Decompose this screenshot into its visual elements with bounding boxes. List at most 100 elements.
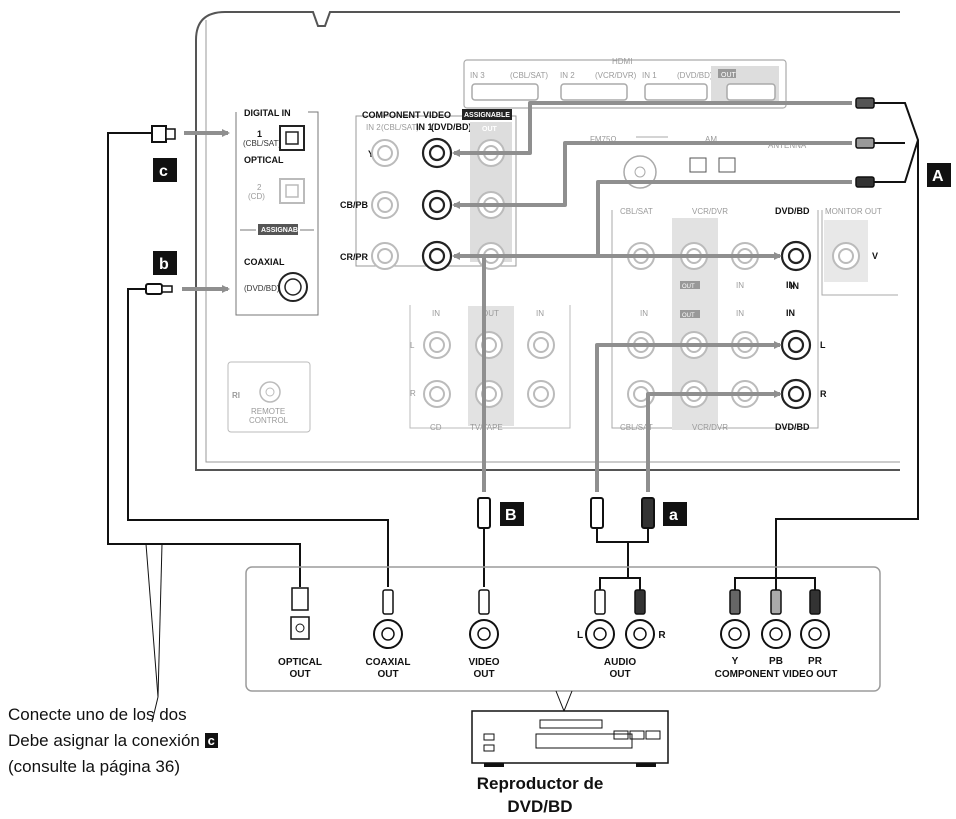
svg-text:(DVD/BD): (DVD/BD) — [677, 71, 713, 80]
svg-text:(DVD/BD): (DVD/BD) — [431, 122, 472, 132]
tag-b: b — [159, 256, 169, 273]
hdmi-section: HDMI IN 3 (CBL/SAT) IN 2 (VCR/DVR) IN 1 … — [463, 57, 787, 109]
caption-line-2: Debe asignar la conexión c — [8, 729, 218, 753]
svg-text:MONITOR OUT: MONITOR OUT — [825, 207, 882, 216]
svg-text:(CBL/SAT): (CBL/SAT) — [381, 123, 419, 132]
remote-control-section: RI REMOTE CONTROL — [227, 361, 311, 433]
cd-tape-section: IN OUT IN L R CD TV/TAPE — [409, 305, 571, 432]
optical-2-port — [279, 178, 305, 204]
svg-text:DVD/BD: DVD/BD — [775, 422, 810, 432]
callout-lines — [145, 543, 573, 723]
svg-text:PB: PB — [769, 656, 783, 667]
svg-text:COAXIAL: COAXIAL — [244, 257, 285, 267]
svg-text:CONTROL: CONTROL — [249, 416, 289, 425]
cable-plugs — [145, 97, 875, 529]
cables — [107, 102, 919, 590]
svg-text:OUT: OUT — [682, 284, 695, 290]
device-title-line-1: Reproductor de — [476, 774, 604, 793]
svg-text:IN: IN — [736, 281, 744, 290]
svg-text:IN: IN — [432, 309, 440, 318]
svg-text:L: L — [820, 340, 826, 350]
connection-arrows — [182, 101, 852, 492]
component-video-out-label: COMPONENT VIDEO OUT — [715, 669, 838, 680]
svg-text:OUT: OUT — [682, 313, 695, 319]
svg-text:(CD): (CD) — [248, 192, 265, 201]
svg-text:VCR/DVR: VCR/DVR — [692, 207, 728, 216]
svg-text:(VCR/DVR): (VCR/DVR) — [595, 71, 637, 80]
svg-text:OUT: OUT — [609, 669, 630, 680]
coaxial-in-port — [278, 272, 308, 302]
svg-text:1: 1 — [257, 129, 262, 139]
svg-text:OUT: OUT — [473, 669, 494, 680]
coaxial-out-port — [373, 619, 403, 649]
svg-text:TV/TAPE: TV/TAPE — [470, 423, 503, 432]
svg-text:IN 1: IN 1 — [642, 71, 657, 80]
svg-text:IN: IN — [790, 281, 799, 291]
svg-text:CBL/SAT: CBL/SAT — [620, 207, 653, 216]
svg-text:COAXIAL: COAXIAL — [366, 657, 411, 668]
svg-text:VIDEO: VIDEO — [468, 657, 499, 668]
hdmi-in3-port — [471, 83, 539, 101]
svg-text:IN 2: IN 2 — [560, 71, 575, 80]
svg-text:OPTICAL: OPTICAL — [278, 657, 322, 668]
component-pr-out-port — [800, 619, 830, 649]
caption-tag-c: c — [204, 733, 218, 748]
tag-B: B — [505, 507, 517, 524]
player-back-panel: OPTICAL OUT COAXIAL OUT VIDEO OUT AUDIO … — [245, 566, 881, 692]
svg-text:(CBL/SAT): (CBL/SAT) — [243, 139, 281, 148]
svg-text:IN: IN — [736, 309, 744, 318]
svg-text:(DVD/BD): (DVD/BD) — [244, 284, 280, 293]
svg-text:REMOTE: REMOTE — [251, 407, 285, 416]
svg-text:Y: Y — [368, 149, 374, 159]
svg-text:L: L — [410, 341, 415, 350]
svg-text:IN: IN — [786, 280, 795, 290]
audio-r-out-port — [625, 619, 655, 649]
svg-text:IN 1: IN 1 — [416, 122, 433, 132]
tag-A: A — [932, 168, 944, 185]
svg-text:CR/PR: CR/PR — [340, 252, 369, 262]
svg-text:PR: PR — [808, 656, 823, 667]
svg-text:CBL/SAT: CBL/SAT — [620, 423, 653, 432]
optical-out-port — [290, 616, 310, 640]
svg-text:ASSIGNABLE: ASSIGNABLE — [261, 227, 307, 234]
svg-text:OUT: OUT — [482, 126, 498, 133]
svg-text:OUT: OUT — [482, 309, 499, 318]
svg-text:RI: RI — [232, 391, 240, 400]
component-title: COMPONENT VIDEO — [362, 110, 451, 120]
component-y-out-port — [720, 619, 750, 649]
svg-text:CD: CD — [430, 423, 442, 432]
hdmi-in1-port — [644, 83, 708, 101]
hdmi-in2-port — [560, 83, 628, 101]
dvd-player-icon — [471, 710, 669, 767]
svg-text:VCR/DVR: VCR/DVR — [692, 423, 728, 432]
svg-text:DVD/BD: DVD/BD — [775, 206, 810, 216]
svg-text:ANTENNA: ANTENNA — [768, 141, 807, 150]
av-inputs-section: CBL/SAT VCR/DVR DVD/BD OUT OUT IN IN IN … — [611, 206, 898, 432]
component-video-section: COMPONENT VIDEO ASSIGNABLE IN 2 (CBL/SAT… — [340, 109, 517, 272]
svg-text:CB/PB: CB/PB — [340, 200, 369, 210]
svg-text:ASSIGNABLE: ASSIGNABLE — [464, 112, 510, 119]
digital-in-section: DIGITAL IN 1 (CBL/SAT) OPTICAL 2 (CD) AS… — [235, 108, 319, 316]
audio-l-out-port — [585, 619, 615, 649]
svg-text:Y: Y — [732, 656, 739, 667]
svg-text:AUDIO: AUDIO — [604, 657, 636, 668]
video-out-port — [469, 619, 499, 649]
svg-text:OUT: OUT — [721, 72, 737, 79]
svg-text:R: R — [820, 389, 827, 399]
svg-text:R: R — [658, 630, 666, 641]
receiver-rear-panel — [195, 11, 900, 471]
svg-text:AM: AM — [705, 135, 717, 144]
svg-text:OPTICAL: OPTICAL — [244, 155, 284, 165]
svg-text:R: R — [410, 389, 416, 398]
caption-line-3: (consulte la página 36) — [8, 757, 181, 776]
svg-text:IN: IN — [786, 308, 795, 318]
svg-text:L: L — [577, 630, 583, 641]
hdmi-title: HDMI — [612, 57, 632, 66]
svg-text:V: V — [872, 251, 878, 261]
cable-tags: c b A B a — [153, 158, 951, 526]
svg-text:(CBL/SAT): (CBL/SAT) — [510, 71, 548, 80]
svg-text:IN 3: IN 3 — [470, 71, 485, 80]
svg-text:IN: IN — [536, 309, 544, 318]
svg-text:FM75Ω: FM75Ω — [590, 135, 616, 144]
svg-text:IN: IN — [640, 309, 648, 318]
